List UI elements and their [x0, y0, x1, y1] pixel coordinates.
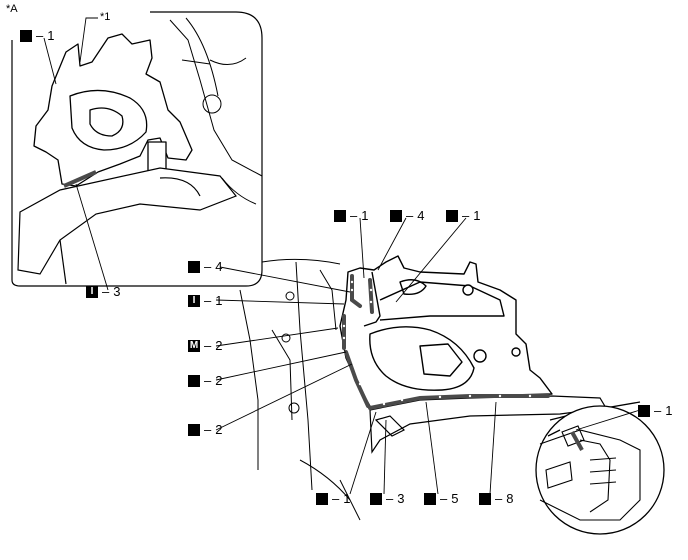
callout-number: 1	[665, 403, 673, 418]
seal-type-o-icon	[334, 209, 346, 222]
seal-type-o-icon	[20, 29, 32, 42]
seal-type-o-icon	[316, 492, 328, 505]
view-tag-a: *A	[6, 3, 18, 15]
callout-dash: –	[332, 491, 340, 506]
callout-o-1: – 1	[20, 29, 54, 42]
callout-number: 1	[361, 208, 369, 223]
callout-dash: –	[204, 373, 212, 388]
main-body-lines	[239, 258, 361, 521]
seal-type-i-icon: I	[188, 294, 200, 307]
seal-type-o-icon	[188, 260, 200, 273]
seam-lines	[342, 274, 550, 410]
seal-type-o-icon	[424, 492, 436, 505]
part-tag-1: *1	[100, 11, 111, 23]
seal-type-o-icon	[370, 492, 382, 505]
callout-number: 3	[113, 284, 121, 299]
callout-number: 2	[215, 373, 223, 388]
callout-number: 1	[473, 208, 481, 223]
callout-number: 2	[215, 422, 223, 437]
callout-number: 8	[506, 491, 514, 506]
seal-type-i-icon: I	[86, 285, 98, 298]
callout-o-5: – 5	[424, 492, 458, 505]
inset-frame-a	[11, 11, 263, 287]
callout-dash: –	[440, 491, 448, 506]
callout-o-3: – 3	[370, 492, 404, 505]
callout-o-2: – 2	[188, 374, 222, 387]
callout-i-3: I – 3	[86, 285, 120, 298]
callout-number: 3	[397, 491, 405, 506]
callout-dash: –	[350, 208, 358, 223]
seal-type-o-icon	[638, 404, 650, 417]
callout-dash: –	[204, 293, 212, 308]
callout-i-1: I – 1	[188, 294, 222, 307]
detail-magnifier	[535, 401, 665, 535]
callout-number: 2	[215, 338, 223, 353]
callout-o-8: – 8	[479, 492, 513, 505]
callout-dash: –	[204, 259, 212, 274]
inset-a-apron-part	[33, 33, 193, 187]
detail-contents	[539, 425, 641, 521]
seal-type-o-icon	[188, 374, 200, 387]
callout-o-4: – 4	[188, 260, 222, 273]
inset-a-front-rail	[17, 167, 237, 285]
callout-dash: –	[386, 491, 394, 506]
callout-number: 4	[215, 259, 223, 274]
callout-dash: –	[36, 28, 44, 43]
callout-number: 4	[417, 208, 425, 223]
callout-o-1: – 1	[334, 209, 368, 222]
callout-number: 1	[215, 293, 223, 308]
callout-dash: –	[462, 208, 470, 223]
callout-o-1: – 1	[316, 492, 350, 505]
callout-number: 1	[47, 28, 55, 43]
callout-dash: –	[406, 208, 414, 223]
callout-dash: –	[204, 338, 212, 353]
seal-type-o-icon	[390, 209, 402, 222]
callout-number: 5	[451, 491, 459, 506]
callout-m-2: M – 2	[188, 339, 222, 352]
callout-o-4: – 4	[390, 209, 424, 222]
callout-o-2: – 2	[188, 423, 222, 436]
callout-o-1: – 1	[638, 404, 672, 417]
weld-dots	[342, 280, 532, 406]
callout-dash: –	[204, 422, 212, 437]
seal-type-m-icon: M	[188, 339, 200, 352]
seal-type-o-icon	[188, 423, 200, 436]
callout-dash: –	[102, 284, 110, 299]
main-apron-assembly	[339, 255, 553, 411]
callout-number: 1	[343, 491, 351, 506]
callout-dash: –	[654, 403, 662, 418]
inset-a-body-lines	[169, 17, 263, 205]
seal-type-o-icon	[446, 209, 458, 222]
inset-a-seam	[63, 170, 97, 188]
callout-dash: –	[495, 491, 503, 506]
seal-type-o-icon	[479, 492, 491, 505]
leader-lines	[43, 17, 641, 495]
callout-o-1: – 1	[446, 209, 480, 222]
detail-seam	[570, 431, 584, 451]
